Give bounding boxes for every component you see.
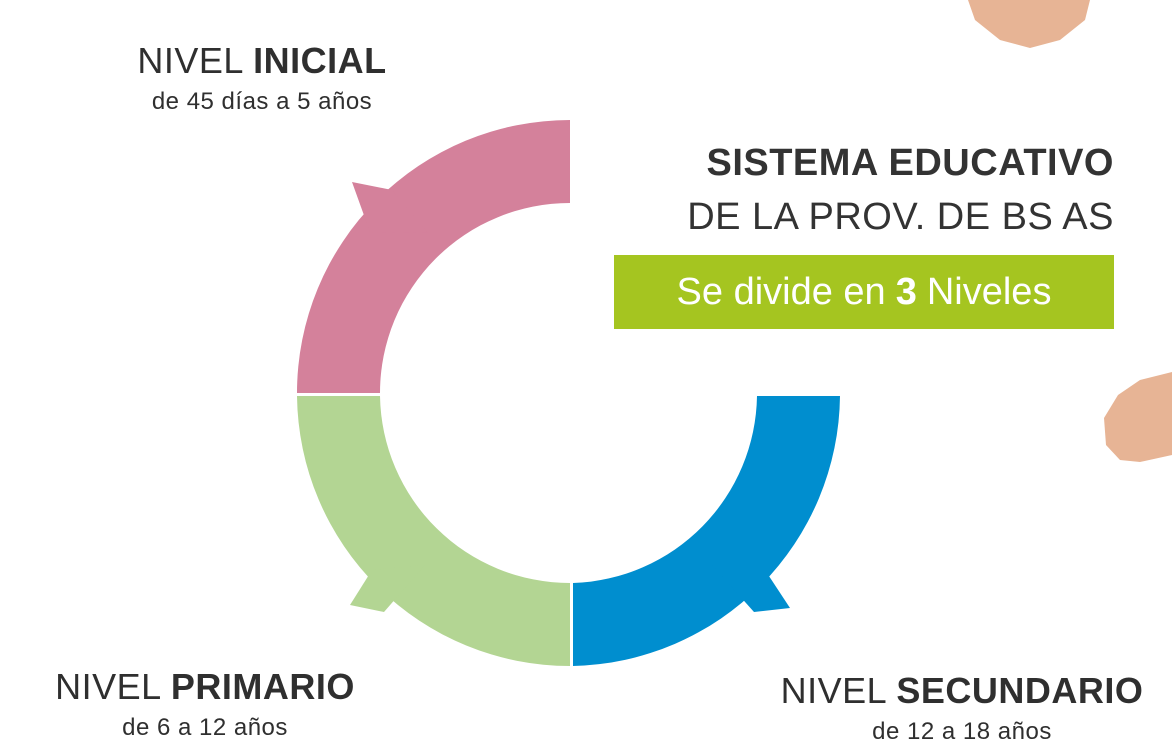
level-secundario-name: SECUNDARIO — [896, 670, 1144, 711]
segment-primario — [297, 396, 570, 666]
levels-banner: Se divide en 3 Niveles — [614, 255, 1114, 329]
level-inicial-name: INICIAL — [253, 40, 387, 81]
level-primario-name: PRIMARIO — [170, 666, 355, 707]
level-inicial-title: NIVEL INICIAL — [112, 40, 412, 82]
heading-line-1: SISTEMA EDUCATIVO — [706, 142, 1114, 184]
level-secundario-prefix: NIVEL — [780, 670, 886, 711]
level-inicial-prefix: NIVEL — [137, 40, 243, 81]
level-primario-ages: de 6 a 12 años — [122, 714, 288, 741]
hand-right-icon — [1104, 372, 1172, 462]
segment-inicial — [297, 120, 570, 393]
level-primario-title: NIVEL PRIMARIO — [20, 666, 390, 708]
level-secundario-ages: de 12 a 18 años — [872, 718, 1052, 745]
hand-top-right-icon — [968, 0, 1090, 48]
main-heading: SISTEMA EDUCATIVO DE LA PROV. DE BS AS — [614, 136, 1114, 244]
banner-number: 3 — [895, 270, 917, 313]
level-inicial-ages: de 45 días a 5 años — [151, 88, 373, 115]
level-secundario-label: NIVEL SECUNDARIO de 12 a 18 años — [752, 670, 1172, 746]
level-secundario-title: NIVEL SECUNDARIO — [752, 670, 1172, 712]
segment-secundario — [573, 396, 840, 666]
banner-text-after: Niveles — [926, 270, 1052, 313]
heading-line-2: DE LA PROV. DE BS AS — [687, 196, 1114, 238]
banner-text-before: Se divide en — [676, 270, 886, 313]
arrowhead-inicial — [352, 182, 428, 233]
arrowhead-primario — [350, 565, 425, 612]
level-inicial-label: NIVEL INICIAL de 45 días a 5 años — [112, 40, 412, 116]
level-primario-label: NIVEL PRIMARIO de 6 a 12 años — [20, 666, 390, 742]
arrowhead-secundario — [712, 565, 790, 612]
level-primario-prefix: NIVEL — [55, 666, 161, 707]
